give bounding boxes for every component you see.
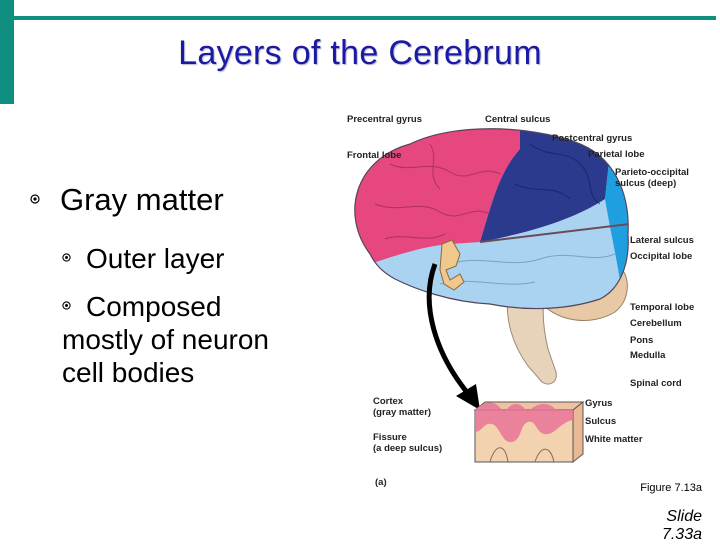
label-postcentral-gyrus: Postcentral gyrus <box>552 133 633 144</box>
figure-caption: Figure 7.13a <box>640 482 702 494</box>
bullet-text: Gray matter <box>60 182 224 217</box>
top-rule <box>14 16 716 20</box>
label-parietal-lobe: Parietal lobe <box>588 149 645 160</box>
label-pons: Pons <box>630 335 654 346</box>
bullet-icon <box>62 253 71 262</box>
label-cerebellum: Cerebellum <box>630 318 682 329</box>
cortex-block <box>473 400 585 464</box>
slide-title: Layers of the Cerebrum <box>178 34 542 72</box>
label-fissure: Fissure(a deep sulcus) <box>373 432 443 454</box>
label-panel-a: (a) <box>375 477 387 488</box>
brainstem <box>506 293 557 385</box>
label-spinal-cord: Spinal cord <box>630 378 682 389</box>
label-central-sulcus: Central sulcus <box>485 114 551 125</box>
bullet-icon <box>30 194 40 204</box>
brain-figure: Precentral gyrus Central sulcus Postcent… <box>330 104 720 504</box>
label-temporal-lobe: Temporal lobe <box>630 302 695 313</box>
label-occipital-lobe: Occipital lobe <box>630 251 693 262</box>
label-gyrus: Gyrus <box>585 398 613 409</box>
label-white-matter: White matter <box>585 434 643 445</box>
label-sulcus: Sulcus <box>585 416 617 427</box>
bullet-icon <box>62 301 71 310</box>
label-lateral-sulcus: Lateral sulcus <box>630 235 694 246</box>
arrow-head <box>456 384 480 410</box>
bullet-text: Outer layer <box>86 243 225 274</box>
accent-bar <box>0 0 14 104</box>
olfactory-structure <box>439 239 465 291</box>
brain-illustration <box>354 128 629 464</box>
figure-arrow <box>426 263 472 398</box>
label-frontal-lobe: Frontal lobe <box>347 150 402 161</box>
label-cortex: Cortex(gray matter) <box>373 396 432 418</box>
label-precentral-gyrus: Precentral gyrus <box>347 114 422 125</box>
label-medulla: Medulla <box>630 350 666 361</box>
